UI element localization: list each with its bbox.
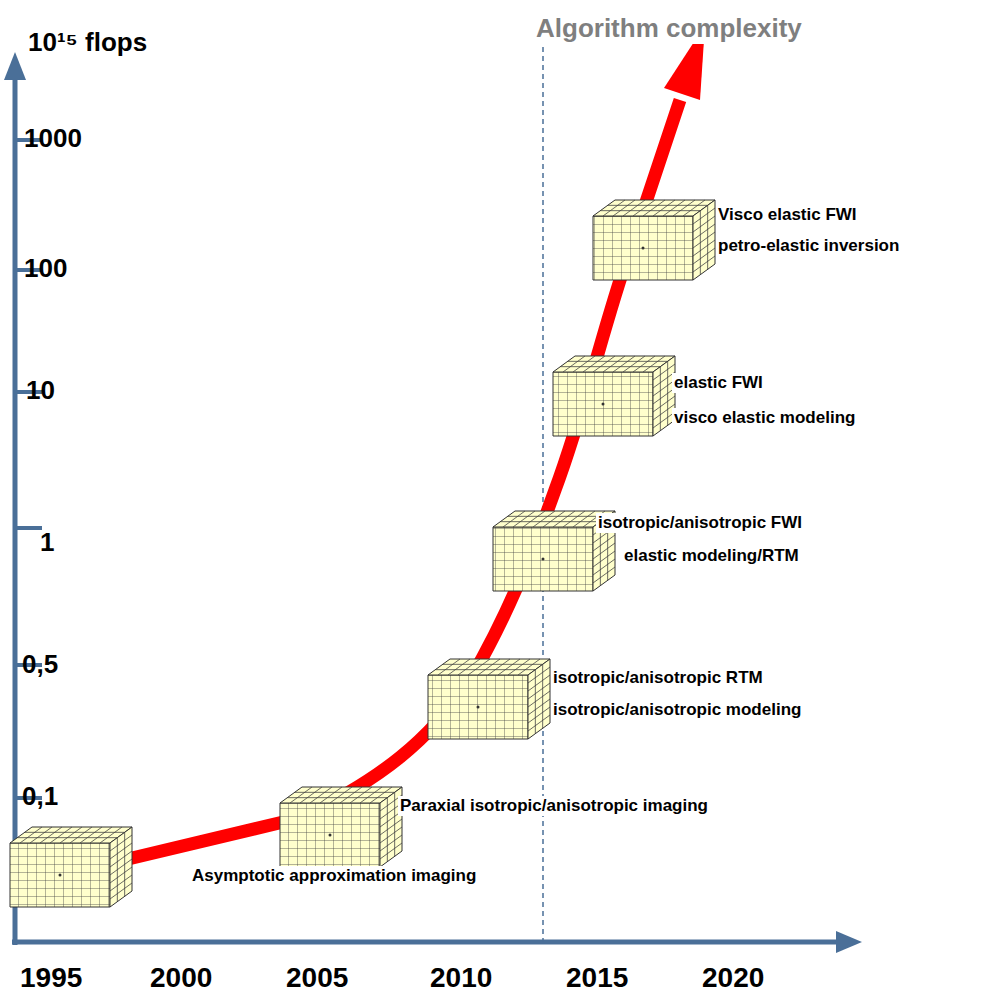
axis-unit: 10¹⁵ flops xyxy=(28,28,147,58)
method-label: Paraxial isotropic/anisotropic imaging xyxy=(398,796,710,816)
y-tick-label: 0,5 xyxy=(22,650,58,680)
y-tick-label: 1000 xyxy=(24,124,82,154)
growth-curve xyxy=(40,100,680,880)
y-tick-label: 10 xyxy=(26,376,55,406)
chart-title: Algorithm complexity xyxy=(534,14,804,44)
grid-cubes xyxy=(10,200,715,907)
method-label: isotropic/anisotropic FWI xyxy=(596,513,804,533)
y-tick-label: 100 xyxy=(24,254,67,284)
method-label: elastic FWI xyxy=(672,373,765,393)
method-label: visco elastic modeling xyxy=(672,408,857,428)
method-label: isotropic/anisotropic RTM xyxy=(551,668,765,688)
x-axis-head xyxy=(836,931,862,953)
x-tick-label: 2015 xyxy=(566,962,628,994)
method-label: petro-elastic inversion xyxy=(716,236,901,256)
x-tick-label: 2020 xyxy=(702,962,764,994)
x-tick-label: 2005 xyxy=(286,962,348,994)
x-tick-label: 2000 xyxy=(150,962,212,994)
method-label: isotropic/anisotropic modeling xyxy=(551,700,803,720)
y-tick-label: 0,1 xyxy=(22,782,58,812)
y-axis xyxy=(13,60,18,945)
y-axis-head xyxy=(4,52,26,80)
y-ticks xyxy=(15,140,42,798)
method-label: Visco elastic FWI xyxy=(716,205,859,225)
method-label: elastic modeling/RTM xyxy=(622,546,801,566)
x-tick-label: 1995 xyxy=(20,962,82,994)
y-tick-label: 1 xyxy=(40,528,54,558)
x-tick-label: 2010 xyxy=(430,962,492,994)
x-axis xyxy=(12,940,845,945)
method-label: Asymptotic approximation imaging xyxy=(190,866,478,886)
